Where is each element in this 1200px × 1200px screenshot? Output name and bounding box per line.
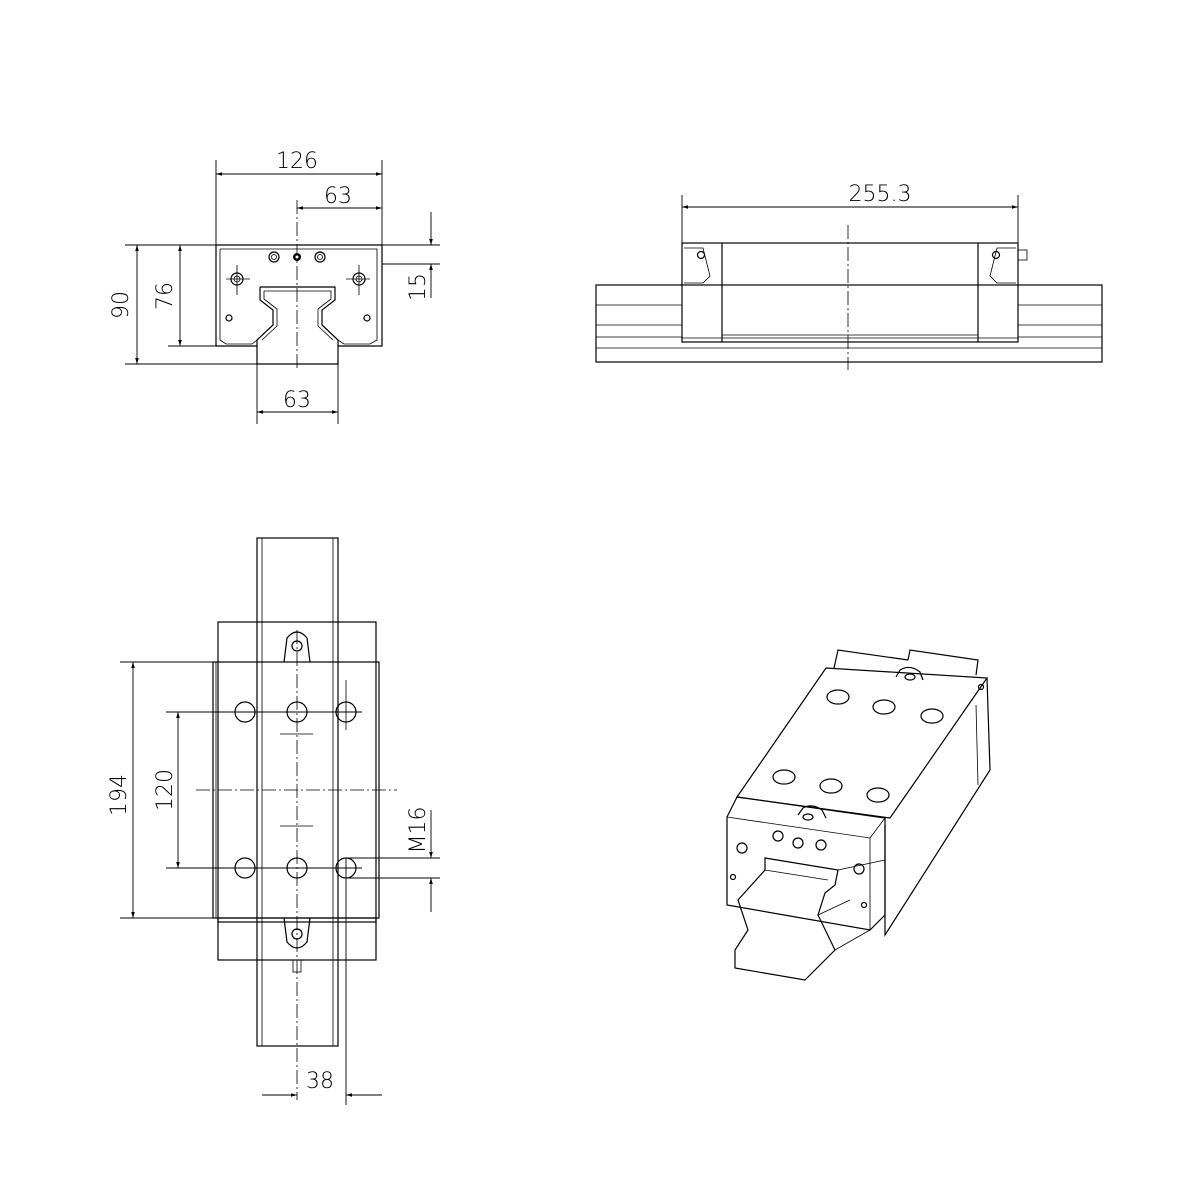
top-view: 194 120 M16 38 bbox=[107, 537, 440, 1105]
rail-profile bbox=[256, 286, 339, 346]
side-view: 255.3 bbox=[595, 182, 1103, 370]
dim-thread: M16 bbox=[406, 807, 431, 854]
dim-top-offset: 15 bbox=[406, 273, 431, 301]
front-view: 126 63 90 76 15 63 bbox=[109, 149, 440, 424]
dim-body-length: 194 bbox=[107, 774, 132, 816]
grease-nipple-icon bbox=[1017, 249, 1028, 261]
rail bbox=[734, 857, 839, 981]
carriage bbox=[681, 242, 1019, 343]
dim-rail-width: 63 bbox=[283, 388, 311, 413]
isometric-view bbox=[726, 649, 991, 981]
front-plate bbox=[726, 796, 886, 931]
dim-hole-spacing: 120 bbox=[153, 769, 178, 811]
dim-overall-width: 126 bbox=[276, 149, 318, 174]
dim-block-height: 76 bbox=[153, 282, 178, 310]
dim-half-width: 63 bbox=[324, 184, 352, 209]
dim-overall-height: 90 bbox=[109, 291, 134, 319]
bolt-icons bbox=[729, 683, 985, 909]
dim-hole-offset: 38 bbox=[306, 1069, 334, 1094]
mounting-holes bbox=[772, 689, 944, 803]
bolt-icons bbox=[225, 251, 371, 322]
rail bbox=[256, 537, 339, 1047]
carriage-outline bbox=[215, 244, 383, 365]
dim-block-length: 255.3 bbox=[849, 182, 912, 207]
rail bbox=[595, 284, 1103, 363]
top-face bbox=[735, 667, 989, 819]
